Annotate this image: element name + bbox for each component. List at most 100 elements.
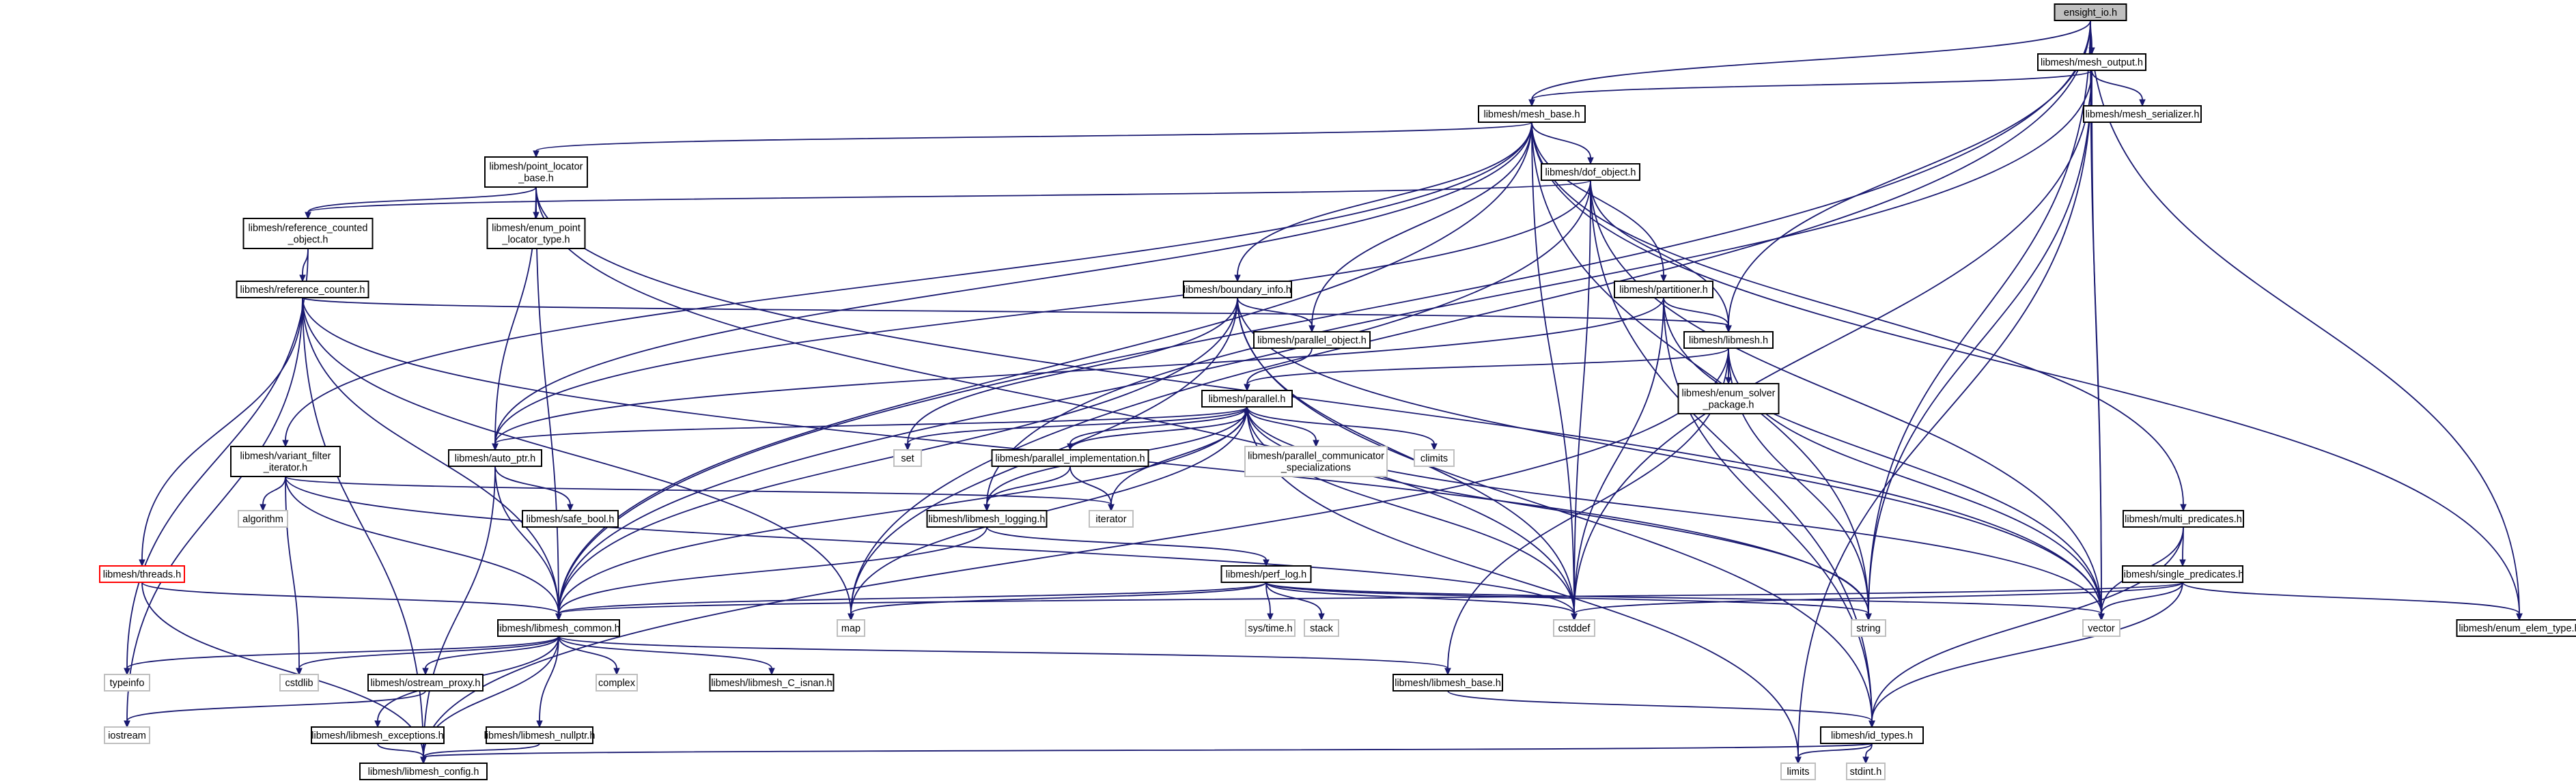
node-parallel-communicator-specializations: libmesh/parallel_communicator_specializa… [1244,446,1388,477]
edge-point_locator_base_h-to-cstddef [535,186,1578,621]
node-label: ensight_io.h [2064,8,2117,18]
node-box [448,449,542,467]
edge-parallel_implementation_h-to-libmesh_logging_h [983,466,1071,512]
node-set: set [893,449,922,467]
edge-parallel_h-to-string [1246,406,1872,621]
edge-ensight_io_h-to-map [848,20,2091,621]
node-point-locator-base-h[interactable]: libmesh/point_locator_base.h [484,156,588,188]
node-box [2083,105,2202,123]
node-mesh-base-h[interactable]: libmesh/mesh_base.h [1478,105,1586,123]
edge-dof_object_h-to-id_types_h [1590,180,1875,728]
node-reference-counter-h[interactable]: libmesh/reference_counter.h [236,281,369,298]
node-parallel-implementation-h[interactable]: libmesh/parallel_implementation.h [991,449,1149,467]
node-id-types-h[interactable]: libmesh/id_types.h [1820,726,1924,744]
node-label: libmesh/point_locator [489,162,583,173]
node-label: iostream [108,730,146,741]
edge-id_types_h-to-libmesh_config_h [420,743,1873,765]
node-box [1478,105,1586,123]
edge-parallel_h-to-libmesh_common_h [555,406,1248,621]
node-box [1780,763,1816,780]
node-libmesh-C-isnan-h[interactable]: libmesh/libmesh_C_isnan.h [709,674,835,692]
node-typeinfo: typeinfo [104,674,150,692]
node-reference-counted-object-h[interactable]: libmesh/reference_counted_object.h [242,218,374,249]
node-box [311,726,445,744]
node-label: string [1856,623,1880,634]
node-box [522,510,619,528]
node-label: libmesh/single_predicates.h [2122,569,2244,580]
node-libmesh-config-h[interactable]: libmesh/libmesh_config.h [359,763,488,780]
node-parallel-h[interactable]: libmesh/parallel.h [1201,390,1293,408]
node-safe-bool-h[interactable]: libmesh/safe_bool.h [522,510,619,528]
edge-mesh_output_h-to-string [1865,70,2092,621]
node-box [1245,619,1296,637]
node-libmesh-h[interactable]: libmesh/libmesh.h [1683,331,1774,349]
edge-libmesh_common_h-to-libmesh_base_h [558,636,1451,676]
node-label: limits [1787,767,1809,778]
node-label: libmesh/parallel_object.h [1257,335,1367,346]
node-label: set [901,453,914,464]
node-libmesh-base-h[interactable]: libmesh/libmesh_base.h [1392,674,1503,692]
edge-mesh_output_h-to-libmesh_logging_h [983,70,2092,512]
edge-mesh_output_h-to-cstddef [1571,70,2092,621]
edge-single_predicates_h-to-enum_elem_type_h [2182,582,2523,621]
node-box [2122,565,2243,583]
edge-dof_object_h-to-reference_counted_object_h [305,180,1591,220]
edge-parallel_h-to-set [904,406,1248,451]
node-label: libmesh/auto_ptr.h [455,453,536,464]
node-box [2037,53,2146,71]
node-box [1683,331,1774,349]
node-box [1392,674,1503,692]
edge-perf_log_h-to-string [1265,582,1872,621]
node-label: libmesh/safe_bool.h [527,514,615,525]
edge-single_predicates_h-to-id_types_h [1868,582,2183,728]
node-parallel-object-h[interactable]: libmesh/parallel_object.h [1253,331,1371,349]
node-single-predicates-h[interactable]: libmesh/single_predicates.h [2122,565,2244,583]
edge-mesh_output_h-to-limits [1795,70,2092,765]
node-label: libmesh/libmesh_exceptions.h [311,730,443,741]
edge-dof_object_h-to-vector [1590,180,2105,621]
node-perf-log-h[interactable]: libmesh/perf_log.h [1220,565,1312,583]
node-label: typeinfo [110,678,145,689]
node-label: _iterator.h [263,463,308,474]
node-map: map [837,619,865,637]
edge-partitioner_h-to-auto_ptr_h [492,297,1664,451]
edge-partitioner_h-to-libmesh_h [1663,297,1732,333]
node-threads-h[interactable]: libmesh/threads.h [99,565,185,583]
node-string: string [1851,619,1886,637]
node-label: algorithm [242,514,283,525]
edge-point_locator_base_h-to-vector [535,186,2105,621]
node-box [238,510,288,528]
node-label: libmesh/libmesh.h [1689,335,1768,346]
node-enum-elem-type-h[interactable]: libmesh/enum_elem_type.h [2456,619,2576,637]
node-label: libmesh/variant_filter [240,451,331,462]
edge-reference_counter_h-to-threads_h [139,297,303,567]
node-box [2082,619,2120,637]
node-libmesh-common-h[interactable]: libmesh/libmesh_common.h [497,619,620,637]
edge-libmesh_common_h-to-libmesh_config_h [420,636,559,765]
node-libmesh-exceptions-h[interactable]: libmesh/libmesh_exceptions.h [311,726,445,744]
node-enum-solver-package-h[interactable]: libmesh/enum_solver_package.h [1677,383,1780,414]
node-box [279,674,319,692]
node-dof-object-h[interactable]: libmesh/dof_object.h [1541,163,1640,181]
node-libmesh-nullptr-h[interactable]: libmesh/libmesh_nullptr.h [484,726,596,744]
node-boundary-info-h[interactable]: libmesh/boundary_info.h [1183,281,1292,298]
node-label: libmesh/enum_solver [1681,388,1775,399]
node-variant-filter-iterator-h[interactable]: libmesh/variant_filter_iterator.h [230,446,341,477]
node-multi-predicates-h[interactable]: libmesh/multi_predicates.h [2123,510,2244,528]
node-label: iterator [1095,514,1126,525]
edge-mesh_base_h-to-enum_elem_type_h [1531,122,2523,621]
node-vector: vector [2082,619,2120,637]
node-auto-ptr-h[interactable]: libmesh/auto_ptr.h [448,449,542,467]
edge-ensight_io_h-to-libmesh_h [1725,20,2091,333]
node-label: libmesh/id_types.h [1831,730,1913,741]
node-mesh-output-h[interactable]: libmesh/mesh_output.h [2037,53,2146,71]
node-label: libmesh/reference_counter.h [240,285,365,296]
node-label: _package.h [1703,400,1754,411]
node-box [1846,763,1886,780]
edge-perf_log_h-to-stack [1265,582,1325,621]
node-partitioner-h[interactable]: libmesh/partitioner.h [1614,281,1713,298]
node-mesh-serializer-h[interactable]: libmesh/mesh_serializer.h [2083,105,2202,123]
node-ostream-proxy-h[interactable]: libmesh/ostream_proxy.h [367,674,484,692]
node-enum-point-locator-type-h[interactable]: libmesh/enum_point_locator_type.h [486,218,586,249]
node-libmesh-logging-h[interactable]: libmesh/libmesh_logging.h [926,510,1048,528]
